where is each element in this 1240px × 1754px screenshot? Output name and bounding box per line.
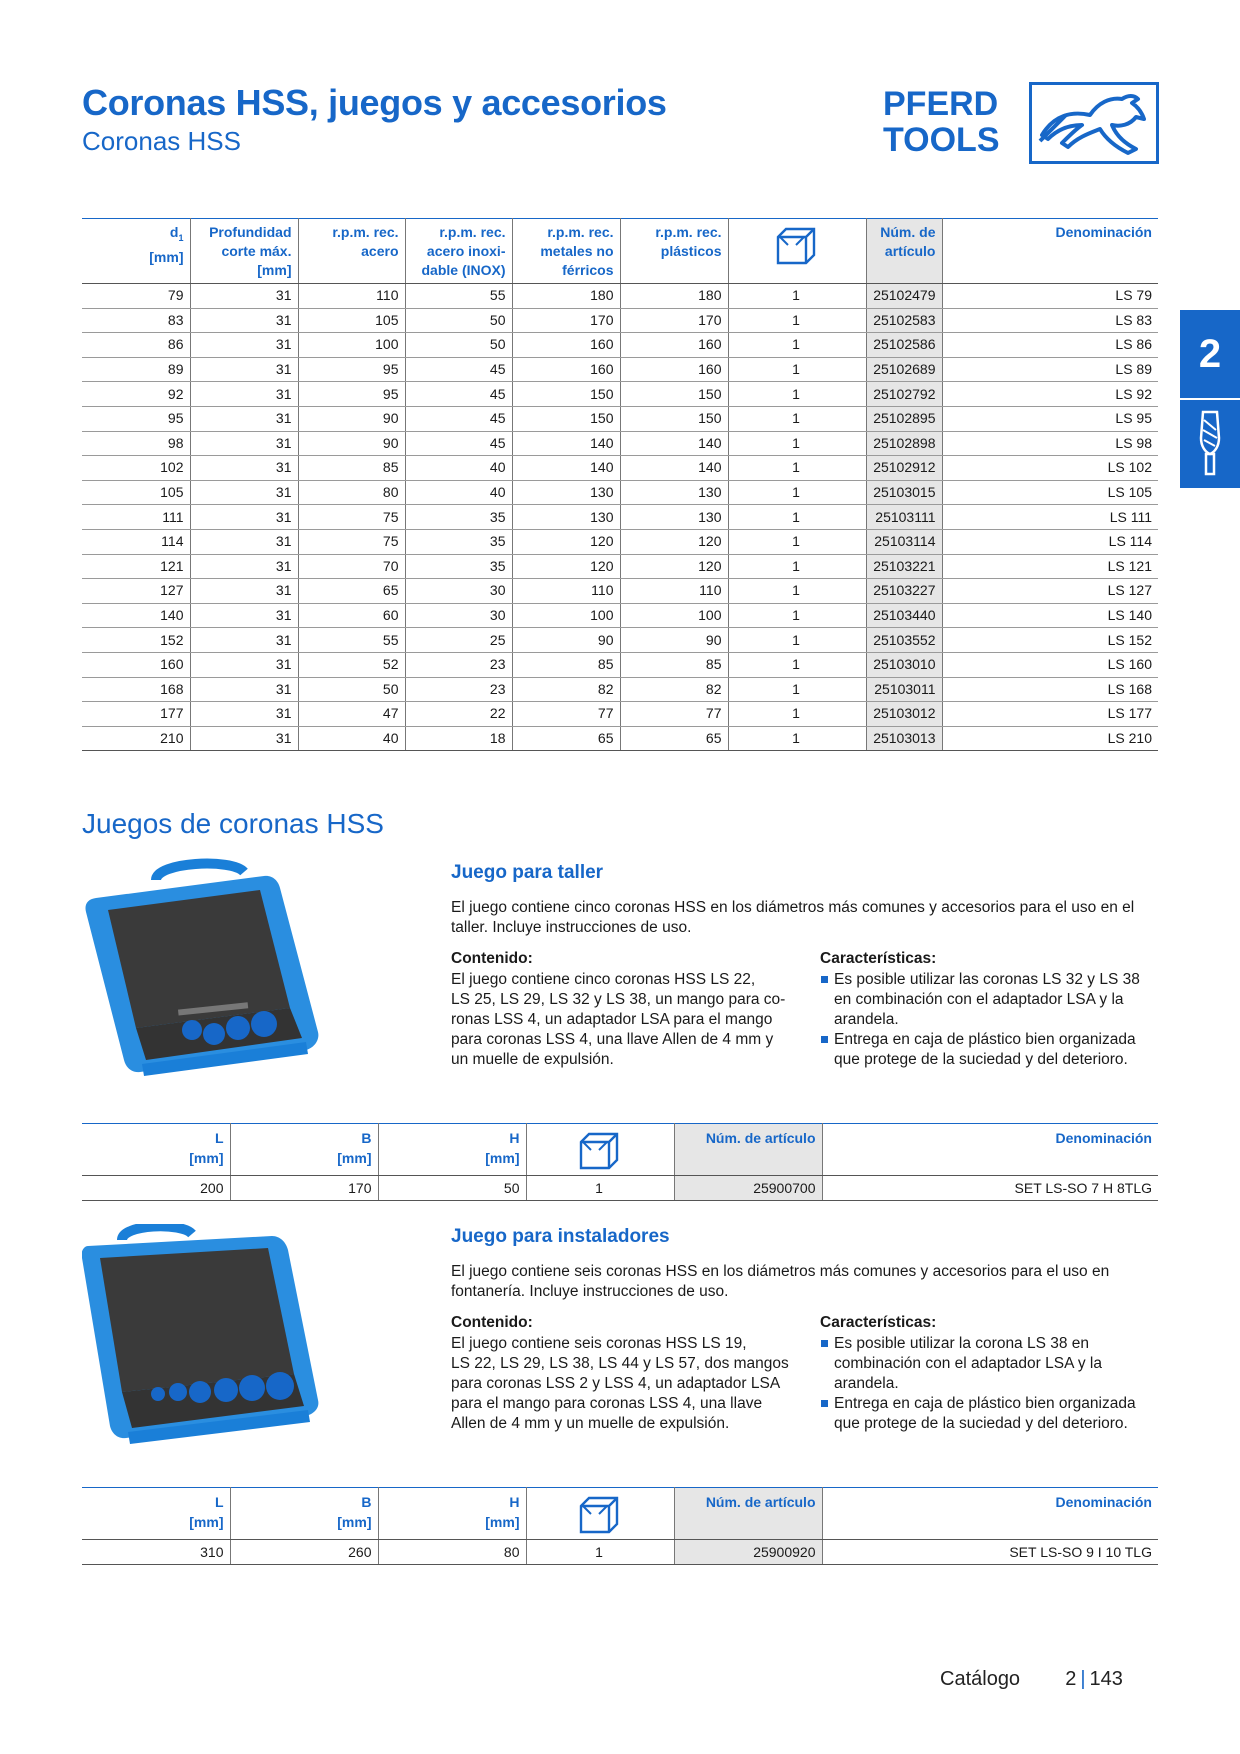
table-row: 310 260 80 1 25900920 SET LS-SO 9 I 10 T… xyxy=(82,1539,1158,1565)
col-header-name: Denominación xyxy=(942,218,1158,284)
col-header-article: Núm. de artículo xyxy=(674,1487,823,1540)
page-title: Coronas HSS, juegos y accesorios xyxy=(82,82,667,123)
col-header-package xyxy=(728,218,867,284)
table-header-row: L[mm] B[mm] H[mm] Núm. de artículo Denom… xyxy=(82,1487,1158,1540)
set1-contents-label: Contenido: xyxy=(451,950,533,967)
col-header-name: Denominación xyxy=(822,1487,1158,1540)
page-number: 143 xyxy=(1089,1668,1123,1690)
col-header-l: L[mm] xyxy=(82,1123,231,1176)
chapter-tab[interactable]: 2 xyxy=(1180,310,1240,488)
workshop-set-case-image xyxy=(85,858,319,1076)
col-header-name: Denominación xyxy=(822,1123,1158,1176)
set2-features-label: Características: xyxy=(820,1314,937,1331)
set1-title: Juego para taller xyxy=(451,862,604,883)
logo-text-line2: TOOLS xyxy=(883,121,1000,159)
logo-text-line1: PFERD xyxy=(883,85,999,123)
burr-tool-icon xyxy=(1199,410,1221,476)
set2-title: Juego para instaladores xyxy=(451,1226,670,1247)
installer-set-case-image xyxy=(82,1224,319,1444)
col-header-b: B[mm] xyxy=(230,1123,379,1176)
set2-description: El juego contiene seis coronas HSS en lo… xyxy=(451,1263,1110,1300)
col-header-package xyxy=(526,1123,675,1176)
feature-item: Es posible utilizar las coronas LS 32 y … xyxy=(820,970,1160,1030)
page-subtitle: Coronas HSS xyxy=(82,126,241,156)
package-box-icon xyxy=(776,227,816,265)
footer-label: Catálogo xyxy=(940,1668,1021,1690)
package-box-icon xyxy=(579,1496,619,1534)
col-header-rpm-plastics: r.p.m. rec.plásticos xyxy=(620,218,729,284)
col-header-b: B[mm] xyxy=(230,1487,379,1540)
col-header-h: H[mm] xyxy=(378,1487,527,1540)
feature-item: Es posible utilizar la corona LS 38 en c… xyxy=(820,1334,1160,1394)
set2-contents: El juego contiene seis coronas HSS LS 19… xyxy=(451,1335,789,1432)
col-header-l: L[mm] xyxy=(82,1487,231,1540)
set2-table: L[mm] B[mm] H[mm] Núm. de artículo Denom… xyxy=(82,1487,1158,1565)
col-header-h: H[mm] xyxy=(378,1123,527,1176)
section-title: Juegos de coronas HSS xyxy=(82,808,384,839)
chapter-number: 2 xyxy=(1198,332,1222,376)
feature-item: Entrega en caja de plástico bien organiz… xyxy=(820,1030,1160,1070)
package-box-icon xyxy=(579,1132,619,1170)
col-header-package xyxy=(526,1487,675,1540)
col-header-diameter: d1[mm] xyxy=(82,218,191,284)
set1-table: L[mm] B[mm] H[mm] Núm. de artículo Denom… xyxy=(82,1123,1158,1201)
col-header-rpm-steel: r.p.m. rec.acero xyxy=(298,218,406,284)
footer-chapter: 2 xyxy=(1065,1668,1077,1690)
set1-features: Es posible utilizar las coronas LS 32 y … xyxy=(820,970,1160,1070)
set2-features: Es posible utilizar la corona LS 38 en c… xyxy=(820,1334,1160,1434)
table-row: 200 170 50 1 25900700 SET LS-SO 7 H 8TLG xyxy=(82,1175,1158,1201)
page-footer: Catálogo 2|143 xyxy=(940,1668,1123,1690)
set2-contents-label: Contenido: xyxy=(451,1314,533,1331)
set1-description: El juego contiene cinco coronas HSS en l… xyxy=(451,899,1135,936)
col-header-article: Núm. de artículo xyxy=(674,1123,823,1176)
set1-features-label: Características: xyxy=(820,950,937,967)
table-header-row: L[mm] B[mm] H[mm] Núm. de artículo Denom… xyxy=(82,1123,1158,1176)
feature-item: Entrega en caja de plástico bien organiz… xyxy=(820,1394,1160,1434)
col-header-rpm-inox: r.p.m. rec.acero inoxi-dable (INOX) xyxy=(405,218,513,284)
horse-logo-icon xyxy=(1029,82,1159,164)
set1-contents: El juego contiene cinco coronas HSS LS 2… xyxy=(451,971,786,1068)
